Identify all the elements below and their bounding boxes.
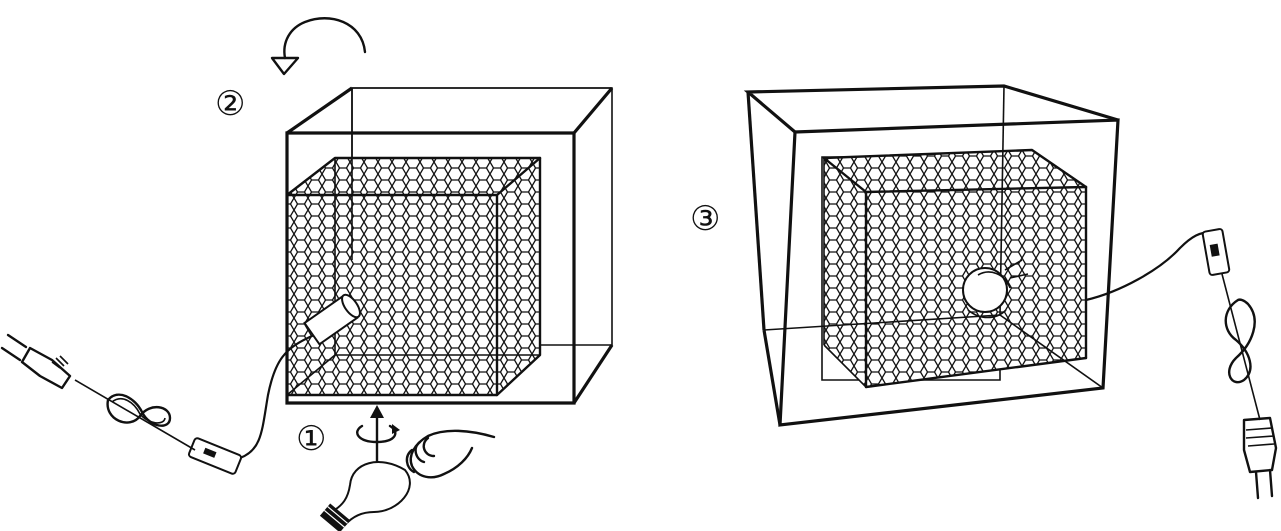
right-power-cord bbox=[1084, 230, 1214, 302]
step-1-label: ① bbox=[296, 419, 326, 459]
right-switch-icon bbox=[1201, 228, 1231, 276]
hand-icon bbox=[405, 429, 496, 479]
left-power-cord bbox=[238, 334, 314, 460]
lamp-socket bbox=[303, 293, 361, 346]
right-cable-line bbox=[1221, 273, 1261, 421]
left-cable-loop bbox=[106, 393, 172, 427]
step-2-label: ② bbox=[215, 84, 245, 124]
right-mesh-shade bbox=[822, 148, 1088, 389]
right-lamp-assembly: ③ bbox=[690, 84, 1278, 500]
screw-in-icon bbox=[356, 405, 400, 464]
left-lamp-assembly: ② ① bbox=[0, 17, 614, 531]
step-3-label: ③ bbox=[690, 199, 720, 239]
left-mesh-shade bbox=[285, 156, 542, 397]
rotate-arrow-icon bbox=[270, 17, 367, 76]
right-cable-loop bbox=[1224, 298, 1256, 384]
left-cable-line bbox=[74, 379, 196, 451]
left-frame-front bbox=[285, 86, 614, 405]
light-bulb-icon bbox=[319, 461, 411, 531]
right-plug-icon bbox=[1242, 416, 1278, 500]
inline-switch-icon bbox=[187, 437, 243, 475]
installed-bulb-icon bbox=[962, 259, 1029, 319]
plug-icon bbox=[0, 333, 72, 390]
